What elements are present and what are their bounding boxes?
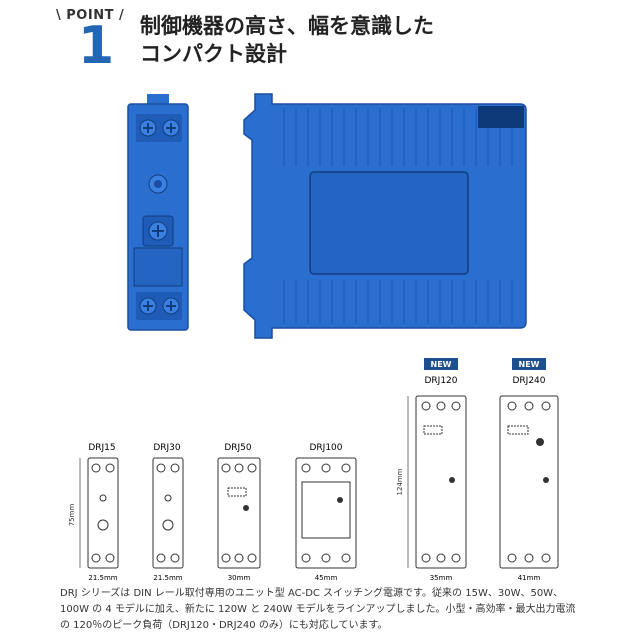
model-drj30: DRJ30 21.5mm bbox=[152, 443, 184, 582]
model-lineup: 75mm 124mm DRJ15 21.5mm DRJ30 21.5mm DRJ… bbox=[68, 358, 559, 582]
model-name: DRJ50 bbox=[224, 443, 252, 453]
height-dim-large-label: 124mm bbox=[396, 468, 404, 495]
new-badge bbox=[424, 358, 458, 370]
front-view-device bbox=[127, 94, 189, 331]
model-width: 41mm bbox=[518, 574, 541, 582]
point-number: 1 bbox=[78, 16, 115, 76]
model-width: 21.5mm bbox=[153, 574, 182, 582]
height-dimension-large: 124mm bbox=[396, 396, 409, 568]
model-drj120: NEW DRJ120 35mm bbox=[415, 358, 467, 582]
hero-product-illustration bbox=[127, 93, 527, 339]
headline-line-2: コンパクト設計 bbox=[140, 42, 287, 66]
caption-line-3: の 120％のピーク負荷（DRJ120・DRJ240 のみ）にも対応しています。 bbox=[60, 620, 388, 631]
model-drj15: DRJ15 21.5mm bbox=[87, 443, 119, 582]
height-dim-label: 75mm bbox=[68, 504, 76, 527]
model-drj100: DRJ100 45mm bbox=[295, 443, 357, 582]
model-drj50: DRJ50 30mm bbox=[217, 443, 261, 582]
new-badge-label: NEW bbox=[519, 360, 540, 369]
model-width: 35mm bbox=[430, 574, 453, 582]
new-badge bbox=[512, 358, 546, 370]
point-label: \ POINT / bbox=[56, 8, 125, 23]
model-name: DRJ100 bbox=[309, 443, 342, 453]
caption-line-1: DRJ シリーズは DIN レール取付専用のユニット型 AC-DC スイッチング… bbox=[60, 588, 564, 599]
model-width: 30mm bbox=[228, 574, 251, 582]
model-drj240: NEW DRJ240 41mm bbox=[499, 358, 559, 582]
side-view-device bbox=[243, 93, 527, 339]
model-name: DRJ240 bbox=[512, 376, 545, 386]
headline-line-1: 制御機器の高さ、幅を意識した bbox=[140, 14, 434, 38]
model-name: DRJ15 bbox=[88, 443, 115, 453]
model-width: 45mm bbox=[315, 574, 338, 582]
caption-line-2: 100W の 4 モデルに加え、新たに 120W と 240W モデルをラインア… bbox=[60, 604, 576, 615]
model-name: DRJ120 bbox=[424, 376, 457, 386]
height-dimension-small: 75mm bbox=[68, 458, 81, 568]
headline: 制御機器の高さ、幅を意識した コンパクト設計 bbox=[140, 12, 434, 68]
model-name: DRJ30 bbox=[153, 443, 181, 453]
new-badge-label: NEW bbox=[431, 360, 452, 369]
model-width: 21.5mm bbox=[88, 574, 117, 582]
description-caption: DRJ シリーズは DIN レール取付専用のユニット型 AC-DC スイッチング… bbox=[60, 586, 580, 634]
